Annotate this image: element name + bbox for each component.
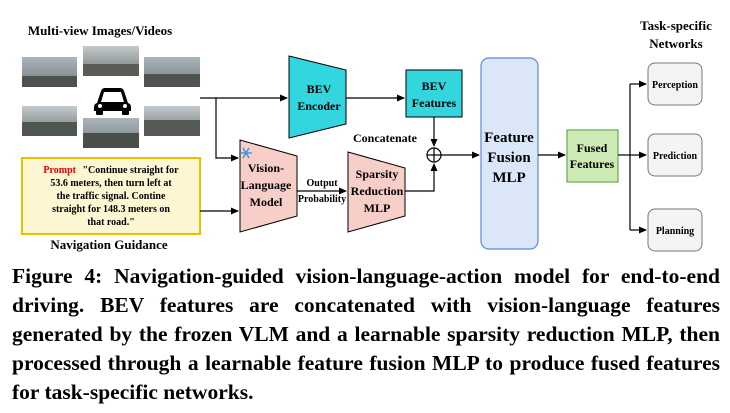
- svg-text:BEV: BEV: [307, 82, 332, 96]
- svg-text:Prediction: Prediction: [653, 151, 698, 162]
- bev-features: BEV Features: [405, 69, 463, 118]
- concatenate-node: [426, 147, 442, 163]
- svg-text:MLP: MLP: [492, 170, 525, 186]
- bev-encoder: BEV Encoder: [288, 55, 347, 139]
- output-probability-label-2: Probability: [298, 194, 346, 205]
- car-icon: [94, 88, 131, 115]
- vision-language-model: Vision- Language Model: [239, 139, 298, 233]
- feature-fusion-mlp: Feature Fusion MLP: [480, 57, 539, 250]
- svg-text:Fusion: Fusion: [487, 150, 531, 166]
- images-title: Multi-view Images/Videos: [28, 23, 172, 38]
- svg-text:Sparsity: Sparsity: [356, 167, 399, 181]
- svg-text:Prompt "Continue straigh: Prompt "Continue straight for: [43, 165, 179, 176]
- task-prediction: Prediction: [647, 133, 703, 177]
- architecture-diagram: Multi-view Images/Videos Prompt "Continu…: [21, 18, 712, 252]
- prompt-line-3: the traffic signal. Contine: [57, 191, 166, 202]
- svg-text:Encoder: Encoder: [297, 99, 341, 113]
- prompt-box: Prompt "Continue straight for 53.6 meter…: [21, 157, 201, 235]
- svg-text:Reduction: Reduction: [351, 184, 404, 198]
- task-networks-title-1: Task-specific: [640, 18, 712, 33]
- task-perception: Perception: [647, 62, 703, 106]
- svg-text:Features: Features: [412, 96, 457, 110]
- svg-text:Feature: Feature: [484, 130, 534, 146]
- prompt-line-1: "Continue straight for: [82, 165, 179, 176]
- prompt-line-5: that road.": [87, 217, 135, 228]
- svg-text:Language: Language: [241, 178, 292, 192]
- fused-features: Fused Features: [566, 129, 619, 183]
- svg-text:BEV: BEV: [422, 79, 447, 93]
- task-networks-title-2: Networks: [649, 36, 702, 51]
- sparsity-to-concat-arrow: [405, 163, 438, 192]
- sparsity-reduction-mlp: Sparsity Reduction MLP: [347, 151, 406, 233]
- prompt-label: Prompt: [43, 165, 76, 176]
- images-to-vlm-arrow: [215, 98, 239, 162]
- snowflake-icon: [240, 147, 252, 159]
- navigation-guidance-title: Navigation Guidance: [50, 237, 168, 252]
- task-planning: Planning: [647, 208, 703, 252]
- svg-text:Features: Features: [570, 157, 615, 171]
- concatenate-label: Concatenate: [353, 131, 418, 145]
- svg-text:MLP: MLP: [364, 201, 391, 215]
- prompt-line-4: straight for 148.3 meters on: [52, 204, 170, 215]
- prompt-line-2: 53.6 meters, then turn left at: [50, 178, 172, 189]
- svg-text:Model: Model: [250, 195, 283, 209]
- figure-caption: Figure 4: Navigation-guided vision-langu…: [12, 264, 720, 404]
- camera-thumbnails: [22, 46, 200, 148]
- svg-text:Vision-: Vision-: [248, 161, 284, 175]
- svg-text:Perception: Perception: [652, 80, 698, 91]
- svg-text:Fused: Fused: [577, 141, 608, 155]
- svg-text:Planning: Planning: [656, 226, 694, 237]
- output-probability-label-1: Output: [306, 178, 338, 189]
